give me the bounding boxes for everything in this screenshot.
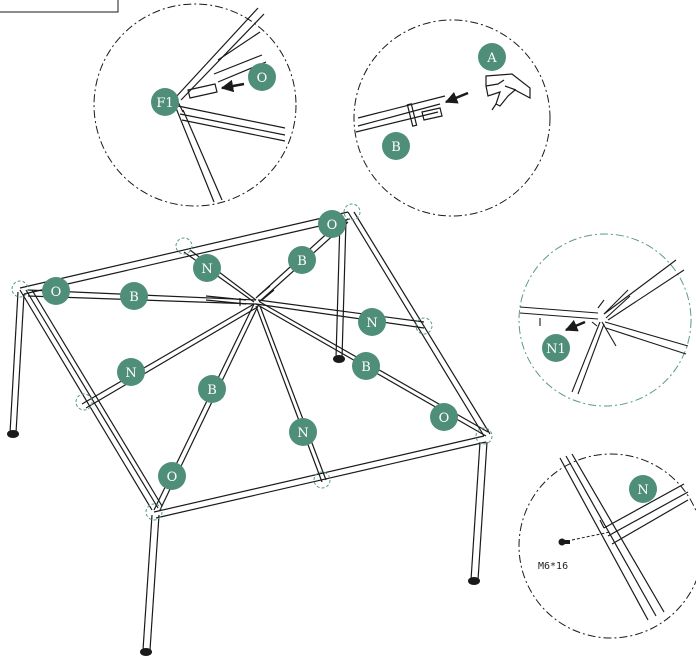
badge-label: N1 — [546, 342, 566, 357]
badge-label: O — [257, 71, 268, 86]
badge-label: O — [167, 470, 178, 485]
badge-b: B — [120, 282, 148, 310]
badge-label: N — [125, 366, 136, 381]
arrow-icon — [444, 91, 469, 104]
badge-b: B — [288, 246, 316, 274]
detail-f1-o: F1 O — [93, 3, 297, 207]
badge-o: O — [158, 462, 186, 490]
badge-label: B — [391, 140, 401, 155]
detail-circle — [518, 233, 692, 407]
badge-label: N — [297, 426, 308, 441]
arrow-icon — [220, 79, 245, 93]
badge-b: B — [198, 375, 226, 403]
detail-circle — [353, 19, 551, 217]
badge-b: B — [382, 132, 410, 160]
badge-label: B — [129, 290, 139, 305]
badge-label: N — [637, 483, 648, 498]
badge-o: O — [248, 63, 276, 91]
badge-label: N — [366, 316, 377, 331]
dashed-guide — [571, 531, 611, 541]
badge-o: O — [430, 403, 458, 431]
badge-o: O — [42, 277, 70, 305]
main-badges: O B N B O N B N B N O O — [42, 210, 458, 490]
badge-n: N — [289, 418, 317, 446]
screw-label: M6*16 — [538, 561, 568, 572]
badge-n: N — [629, 475, 657, 503]
badge-label: B — [297, 254, 307, 269]
badge-label: F1 — [156, 96, 173, 111]
detail-circle — [93, 3, 297, 207]
badge-n1: N1 — [542, 334, 570, 362]
badge-label: O — [51, 285, 62, 300]
joint-markers — [11, 203, 493, 521]
corner-box — [0, 0, 119, 13]
detail-n1: N1 — [518, 233, 692, 407]
badge-f1: F1 — [151, 88, 179, 116]
badge-a: A — [478, 43, 506, 71]
screw-icon — [558, 538, 570, 546]
badge-n: N — [117, 358, 145, 386]
badge-label: B — [207, 383, 217, 398]
badge-b: B — [352, 352, 380, 380]
detail-circle — [518, 453, 696, 639]
badge-label: O — [439, 411, 450, 426]
gazebo-frame — [9, 211, 491, 651]
arrow-icon — [564, 319, 586, 332]
badge-label: A — [486, 51, 497, 66]
badge-n: N — [358, 308, 386, 336]
badge-label: N — [201, 262, 212, 277]
badge-n: N — [193, 254, 221, 282]
badge-o: O — [318, 210, 346, 238]
badge-label: O — [327, 218, 338, 233]
detail-n-screw: M6*16 N — [518, 453, 696, 639]
detail-a-b: A B — [353, 19, 551, 217]
badge-label: B — [361, 360, 371, 375]
feet — [7, 355, 480, 656]
